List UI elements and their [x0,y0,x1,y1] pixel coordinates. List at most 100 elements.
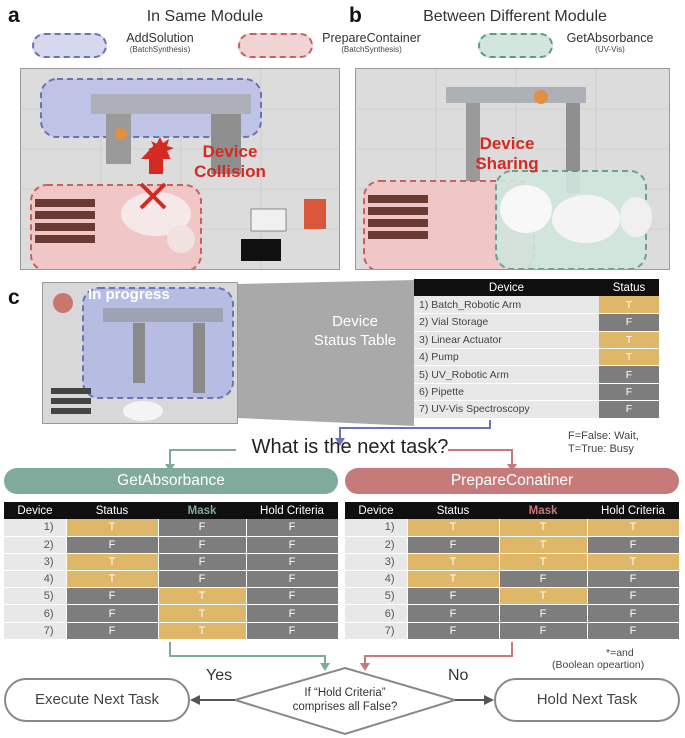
hold-criteria-cell: T [587,553,680,572]
photo-same-module [20,68,340,270]
hold-criteria-cell: F [246,587,339,606]
legend-sublabel: (BatchSynthesis) [129,45,191,54]
device-status: T [599,296,659,315]
device-cell: 1) [345,519,408,537]
mask-cell: T [158,587,247,606]
device-name: 5) UV_Robotic Arm [414,365,599,384]
hold-next-task-box: Hold Next Task [494,678,680,722]
status-cell: T [407,570,500,589]
in-progress-label: In progress [88,286,170,303]
mask-cell: T [499,587,588,606]
device-cell: 1) [4,519,67,537]
legend-swatch-preparecontainer [238,33,313,58]
hold-criteria-cell: F [246,519,339,537]
legend-sublabel: (BatchSynthesis) [341,45,402,54]
status-cell: T [66,570,159,589]
column-header: Status [66,502,158,519]
mask-cell: F [158,553,247,572]
status-cell: T [66,519,159,537]
legend-swatch-getabsorbance [478,33,553,58]
flow-arrows-top [165,420,517,472]
legend-label: GetAbsorbance [566,31,654,45]
device-status: T [599,331,659,350]
device-status: F [599,365,659,384]
legend-item-getabsorbance: GetAbsorbance (UV-Vis) [560,31,660,54]
mask-cell: F [499,622,588,640]
device-cell: 4) [4,570,67,589]
device-name: 7) UV-Vis Spectroscopy [414,400,599,419]
status-cell: F [407,587,500,606]
status-cell: F [66,622,159,640]
device-name: 6) Pipette [414,383,599,402]
legend-label: PrepareContainer [322,31,421,45]
task-title-getabsorbance: GetAbsorbance [4,468,338,494]
decision-line1: If “Hold Criteria” [304,687,386,699]
photo-in-progress [42,282,238,424]
device-name: 2) Vial Storage [414,313,599,332]
note-line2: (Boolean opeartion) [552,659,645,671]
hold-criteria-cell: F [587,536,680,554]
hold-criteria-cell: F [587,622,680,640]
column-header: Hold Criteria [246,502,338,519]
hold-criteria-cell: F [246,553,339,572]
lab-photo-a [21,69,339,269]
tf-legend-line2: T=True: Busy [568,443,634,455]
mask-cell: T [499,536,588,554]
column-header: Device [4,502,66,519]
legend-item-preparecontainer: PrepareContainer (BatchSynthesis) [314,31,429,54]
decision-text: If “Hold Criteria” comprises all False? [262,686,428,714]
mask-cell: T [499,519,588,537]
status-cell: F [66,536,159,554]
hold-criteria-cell: F [246,604,339,623]
device-name: 1) Batch_Robotic Arm [414,296,599,315]
lab-photo-c [43,283,237,423]
device-status: T [599,348,659,367]
device-cell: 6) [4,604,67,623]
device-cell: 5) [345,587,408,606]
hold-criteria-cell: F [587,604,680,623]
hold-criteria-cell: F [246,570,339,589]
task-title-preparecontainer: PrepareConatiner [345,468,679,494]
status-cell: F [66,604,159,623]
status-cell: T [407,519,500,537]
no-label: No [448,667,469,684]
device-cell: 5) [4,587,67,606]
column-header: Device [345,502,407,519]
legend-sublabel: (UV-Vis) [595,45,625,54]
header-same-module: In Same Module [146,8,264,25]
panel-letter-a: a [8,4,20,27]
flow-arrows-bottom [169,642,513,736]
column-header: Mask [158,502,246,519]
device-cell: 6) [345,604,408,623]
mask-cell: T [499,553,588,572]
device-cell: 4) [345,570,408,589]
lab-photo-b [356,69,669,269]
status-cell: T [66,553,159,572]
column-header: Status [599,279,659,297]
column-header: Mask [499,502,587,519]
execute-next-task-box: Execute Next Task [4,678,190,722]
hold-criteria-cell: F [246,622,339,640]
status-cell: F [407,604,500,623]
mask-cell: F [158,570,247,589]
device-name: 4) Pump [414,348,599,367]
device-cell: 2) [345,536,408,554]
device-cell: 7) [4,622,67,640]
mask-cell: F [499,570,588,589]
mask-cell: T [158,622,247,640]
mask-cell: F [158,536,247,554]
